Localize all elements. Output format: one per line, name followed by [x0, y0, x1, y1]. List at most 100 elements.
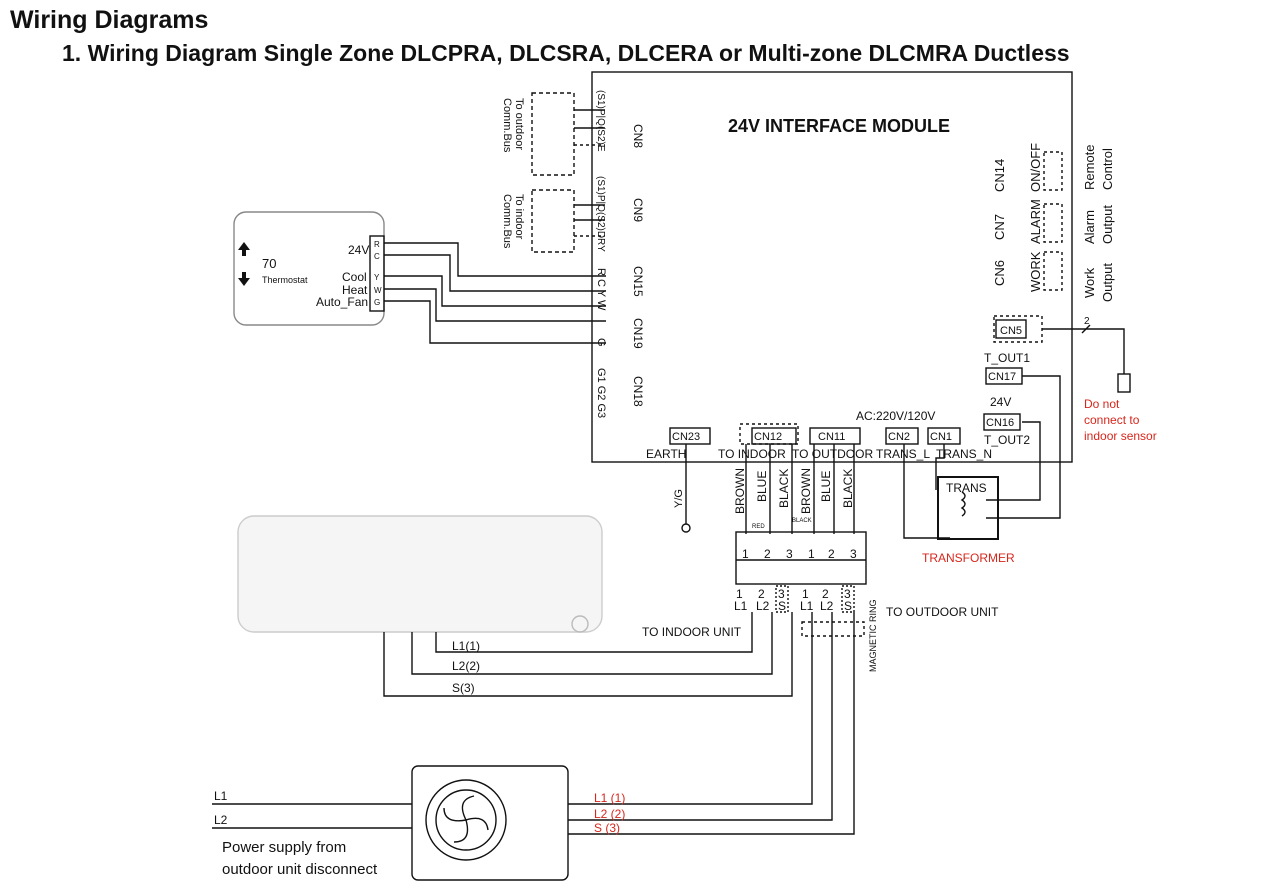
therm-pin-g: G: [374, 298, 380, 307]
to-indoor-unit-label: TO INDOOR UNIT: [642, 625, 742, 639]
sensor-note-2: connect to: [1084, 413, 1140, 427]
yg-label: Y/G: [673, 489, 685, 508]
down-arrow-icon: [238, 272, 250, 286]
terminal-bottom: L1: [800, 599, 814, 613]
t-out2-label: T_OUT2: [984, 433, 1030, 447]
work-out-label: Work: [1082, 267, 1097, 298]
transformer-coil: [960, 491, 966, 517]
cn2-label: CN2: [888, 431, 910, 443]
cn19-label: CN19: [631, 318, 645, 349]
earth-label: EARTH: [646, 447, 686, 461]
terminal-small: 1: [736, 587, 743, 601]
cn8-pins: (S1)P|Q(S2)E: [595, 90, 606, 152]
alarm-out-label: Alarm: [1082, 210, 1097, 244]
cn5-label: CN5: [1000, 325, 1022, 337]
remote-label: Remote: [1082, 144, 1097, 190]
sensor-connector: [1117, 373, 1131, 393]
thermostat-label: Thermostat: [262, 275, 308, 285]
transformer-label: TRANSFORMER: [922, 551, 1015, 565]
transformer-box: [937, 476, 999, 540]
terminal-num: 1: [742, 547, 749, 561]
cn7-label: CN7: [992, 214, 1007, 240]
indoor-comm-1: To indoor: [513, 194, 525, 240]
terminal-num: 3: [786, 547, 793, 561]
therm-24v: 24V: [348, 243, 369, 257]
v24-label: 24V: [990, 395, 1011, 409]
terminal-num: 2: [764, 547, 771, 561]
alarm-output-box: [1043, 203, 1063, 243]
trans-n-wire: [935, 444, 945, 490]
power-supply-label-2: outdoor unit disconnect: [222, 861, 378, 878]
outdoor-fan-guard: [425, 779, 507, 861]
trans-n-label: TRANS_N: [936, 447, 992, 461]
cn12-box: [751, 427, 797, 445]
power-supply-label-1: Power supply from: [222, 839, 346, 856]
cn14-label: CN14: [992, 159, 1007, 192]
cn12-dashed-box: [739, 423, 799, 445]
terminal-block: [735, 531, 867, 585]
terminal-num: 1: [808, 547, 815, 561]
fan-blades: [443, 795, 489, 843]
cn17-label: CN17: [988, 371, 1016, 383]
cn19-pins: G: [595, 338, 607, 347]
black-jumper-label: BLACK: [792, 518, 812, 524]
cn9-pins: (S1)P|Q(S2)DRY: [595, 176, 606, 252]
terminal-small: 3: [778, 587, 785, 601]
trans-l-label: TRANS_L: [876, 447, 930, 461]
to-outdoor-label: TO OUTDOOR: [792, 447, 873, 461]
wire-color-label: BLUE: [819, 471, 833, 502]
wire-color-label: BROWN: [799, 468, 813, 514]
page-title: Wiring Diagrams: [10, 6, 209, 34]
wire-g: [384, 300, 606, 344]
terminal-num: 2: [828, 547, 835, 561]
terminal-bottom: S: [778, 599, 786, 613]
cn15-label: CN15: [631, 266, 645, 297]
up-arrow-icon: [238, 242, 250, 256]
therm-pin-r: R: [374, 240, 380, 249]
wire-w: [384, 288, 606, 322]
outdoor-comm-2: Comm.Bus: [501, 98, 513, 153]
indoor-s-label: S(3): [452, 681, 475, 695]
trans-l-wire: [903, 444, 950, 539]
t-out2-wire: [986, 421, 1041, 501]
wire-y: [384, 275, 606, 307]
control-label: Control: [1100, 148, 1115, 190]
terminal-small: 1: [802, 587, 809, 601]
cn23-box: [669, 427, 711, 445]
cn15-pins: R C Y W: [595, 268, 607, 311]
sensor-count: 2: [1084, 316, 1090, 327]
to-indoor-label: TO INDOOR: [718, 447, 786, 461]
onoff-label: ON/OFF: [1028, 143, 1043, 192]
trans-label: TRANS: [946, 481, 987, 495]
sensor-slash: [1081, 324, 1091, 334]
terminal-bottom: L1: [734, 599, 748, 613]
s-terminal-dashed: [775, 585, 789, 613]
outdoor-comm-1: To outdoor: [513, 98, 525, 150]
thermostat-terminal-block: [369, 235, 385, 312]
cn11-box: [809, 427, 861, 445]
therm-cool: Cool: [342, 270, 367, 284]
cn11-label: CN11: [818, 431, 845, 443]
wire-color-label: BLACK: [777, 469, 791, 508]
indoor-wire-s: [383, 612, 793, 697]
indoor-unit-sensor: [571, 615, 589, 633]
terminal-bottom: L2: [756, 599, 770, 613]
cn8-label: CN8: [631, 124, 645, 148]
therm-pin-w: W: [374, 286, 382, 295]
magnetic-ring: [801, 621, 865, 637]
thermostat-temp: 70: [262, 256, 276, 271]
wire-c: [384, 254, 606, 292]
work-label: WORK: [1028, 251, 1043, 292]
outdoor-wire-l1: [568, 612, 813, 805]
wire-color-label: BLACK: [841, 469, 855, 508]
sensor-note-3: indoor sensor: [1084, 429, 1157, 443]
therm-autofan: Auto_Fan: [316, 295, 368, 309]
terminal-bottom: L2: [820, 599, 834, 613]
wire-r: [384, 242, 606, 277]
diagram-subtitle: 1. Wiring Diagram Single Zone DLCPRA, DL…: [62, 40, 1070, 66]
to-outdoor-unit-label: TO OUTDOOR UNIT: [886, 605, 999, 619]
power-l1-label: L1: [214, 789, 228, 803]
earth-icon: [681, 523, 691, 533]
indoor-l1-label: L1(1): [452, 639, 480, 653]
cn16-label: CN16: [986, 417, 1014, 429]
